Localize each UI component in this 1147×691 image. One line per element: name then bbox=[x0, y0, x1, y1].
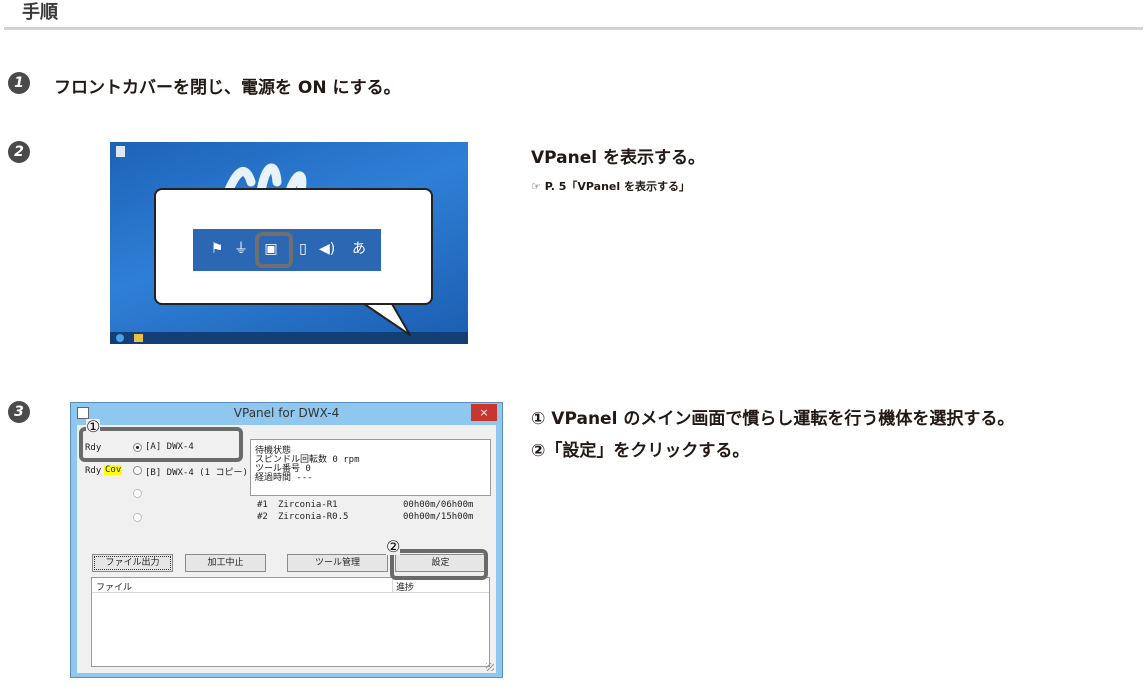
machine-a-status: Rdy bbox=[85, 443, 102, 453]
vpanel-tray-icon[interactable]: ▣ bbox=[264, 241, 278, 257]
ie-icon[interactable] bbox=[116, 334, 124, 342]
vpanel-window: VPanel for DWX-4 × Rdy [A] DWX-4 Rdy Cov… bbox=[70, 402, 503, 678]
action-center-flag-icon[interactable]: ⚑ bbox=[210, 241, 224, 257]
status-line: 待機状態 bbox=[255, 446, 292, 456]
machine-b-cover-badge: Cov bbox=[104, 465, 123, 475]
tool-2-name: Zirconia-R0.5 bbox=[278, 512, 349, 522]
section-title-rule bbox=[4, 27, 1143, 30]
close-button[interactable]: × bbox=[471, 404, 497, 421]
step-2-number: 2 bbox=[8, 141, 30, 163]
tool-1-name: Zirconia-R1 bbox=[278, 500, 338, 510]
window-title: VPanel for DWX-4 bbox=[233, 406, 340, 420]
vpanel-icon-highlight bbox=[255, 232, 293, 268]
resize-grip-icon[interactable] bbox=[486, 663, 494, 671]
step-2-reference: ☞ P. 5「VPanel を表示する」 bbox=[531, 180, 690, 193]
file-output-button[interactable]: ファイル出力 bbox=[92, 554, 173, 572]
tool-management-button[interactable]: ツール管理 bbox=[287, 554, 388, 572]
system-tray: ⚑ ⏚ ▣ ▯ ◀) あ bbox=[193, 229, 381, 271]
callout-number-2: ② bbox=[386, 537, 401, 556]
section-title: 手順 bbox=[22, 2, 58, 23]
explorer-icon[interactable] bbox=[134, 334, 143, 342]
step-3-text-line-2: ②「設定」をクリックする。 bbox=[531, 441, 750, 461]
tool-2-time: 00h00m/15h00m bbox=[403, 512, 474, 522]
machine-a-label[interactable]: [A] DWX-4 bbox=[145, 442, 194, 452]
machine-b-status: Rdy bbox=[85, 466, 102, 476]
machine-b-label[interactable]: [B] DWX-4 (1 コピー) bbox=[145, 468, 248, 478]
tool-2-id: #2 bbox=[257, 512, 268, 522]
ime-indicator[interactable]: あ bbox=[352, 241, 366, 257]
step-1-number: 1 bbox=[8, 72, 30, 94]
column-divider bbox=[392, 578, 393, 592]
status-box: 待機状態 スピンドル回転数 0 rpm ツール番号 0 経過時間 --- bbox=[250, 439, 491, 496]
machine-a-highlight bbox=[79, 427, 243, 462]
step-3-number: 3 bbox=[8, 401, 30, 423]
taskbar bbox=[110, 332, 468, 344]
settings-button[interactable]: 設定 bbox=[395, 554, 486, 572]
callout-number-1: ① bbox=[86, 417, 101, 436]
progress-column-header[interactable]: 進捗 bbox=[396, 583, 415, 593]
status-line: ツール番号 0 bbox=[255, 464, 311, 474]
machine-a-radio[interactable] bbox=[133, 443, 142, 452]
status-line: スピンドル回転数 0 rpm bbox=[255, 455, 360, 465]
settings-button-highlight bbox=[390, 549, 488, 580]
step-2-text: VPanel を表示する。 bbox=[531, 148, 706, 168]
status-line: 経過時間 --- bbox=[255, 473, 313, 483]
file-list-header bbox=[92, 578, 489, 593]
step-1-text: フロントカバーを閉じ、電源を ON にする。 bbox=[54, 78, 401, 98]
pause-button[interactable]: 加工中止 bbox=[185, 554, 266, 572]
file-column-header[interactable]: ファイル bbox=[96, 583, 133, 593]
step-3-text-line-1: ① VPanel のメイン画面で慣らし運転を行う機体を選択する。 bbox=[531, 409, 1015, 429]
window-app-icon bbox=[77, 407, 89, 419]
recycle-bin-icon[interactable] bbox=[116, 146, 125, 157]
machine-slot-4-radio[interactable] bbox=[133, 513, 142, 522]
tool-1-time: 00h00m/06h00m bbox=[403, 500, 474, 510]
volume-icon[interactable]: ◀) bbox=[319, 241, 336, 257]
power-plug-icon[interactable]: ⏚ bbox=[234, 241, 248, 257]
tool-1-id: #1 bbox=[257, 500, 268, 510]
machine-slot-3-radio[interactable] bbox=[133, 489, 142, 498]
file-list[interactable]: ファイル 進捗 bbox=[91, 577, 490, 667]
network-disconnected-icon[interactable]: ▯ bbox=[299, 241, 307, 257]
machine-b-radio[interactable] bbox=[133, 466, 142, 475]
